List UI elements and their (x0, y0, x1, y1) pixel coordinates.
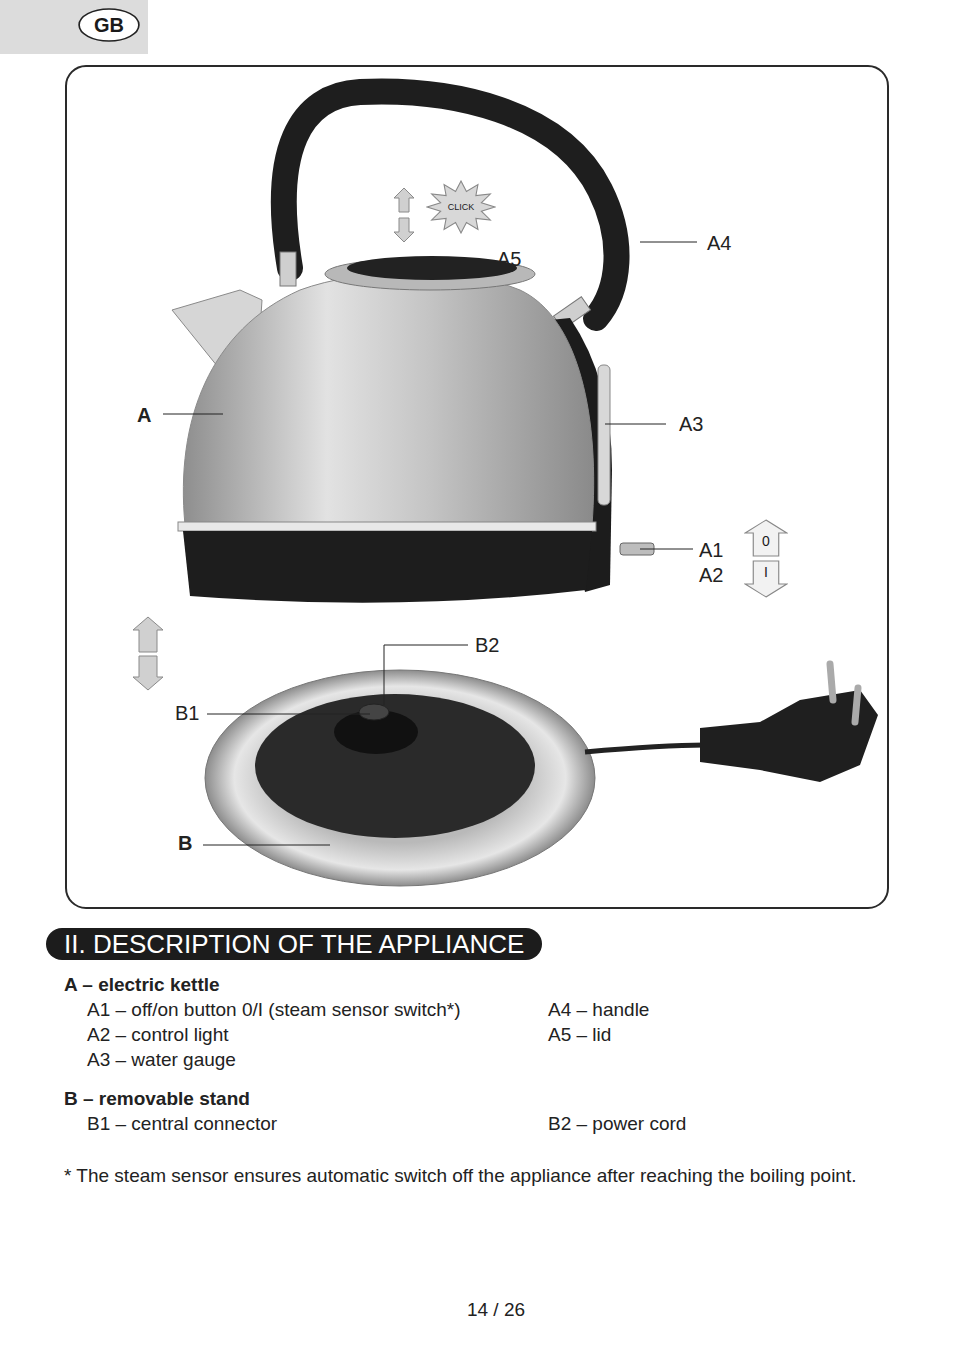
section-heading: II. DESCRIPTION OF THE APPLIANCE (46, 928, 542, 960)
callout-label: B1 (175, 702, 199, 724)
figure-frame (66, 66, 888, 908)
page-number: 14 / 26 (467, 1299, 525, 1321)
callout-label: A3 (679, 413, 703, 435)
kettle-body (183, 272, 593, 525)
chrome-ring (178, 522, 596, 531)
part-description: A4 – handle (548, 999, 649, 1021)
part-description: B2 – power cord (548, 1113, 686, 1135)
language-badge: GB (78, 8, 140, 42)
handle-joint (280, 252, 296, 286)
power-cord (585, 745, 705, 752)
callout-label: B2 (475, 634, 499, 656)
power-plug (700, 690, 878, 782)
part-heading: B – removable stand (64, 1088, 250, 1110)
connector-pin (359, 704, 389, 720)
callout-label: B (178, 832, 192, 854)
part-description: A2 – control light (87, 1024, 229, 1046)
on-arrow-text: I (744, 560, 788, 582)
callout-label: A2 (699, 564, 723, 586)
part-heading: A – electric kettle (64, 974, 220, 996)
kettle-base (183, 531, 592, 603)
callout-label: A (137, 404, 151, 426)
up-down-arrow (394, 188, 414, 242)
language-badge-text: GB (78, 8, 140, 42)
callout-label: A4 (707, 232, 731, 254)
plug-pin (830, 664, 833, 700)
part-description: B1 – central connector (87, 1113, 277, 1135)
header-tab (0, 0, 148, 54)
click-burst-text: CLICK (426, 180, 496, 234)
part-description: A1 – off/on button 0/I (steam sensor swi… (87, 999, 461, 1021)
part-description: A3 – water gauge (87, 1049, 236, 1071)
part-description: A5 – lid (548, 1024, 611, 1046)
footnote: * The steam sensor ensures automatic swi… (64, 1163, 890, 1188)
kettle-lid (347, 256, 517, 280)
plug-pin (855, 688, 858, 722)
callout-label: A1 (699, 539, 723, 561)
leader-line (163, 242, 697, 845)
off-arrow-text: 0 (744, 519, 788, 551)
water-gauge (598, 365, 610, 505)
on-arrow: I (744, 560, 788, 598)
stand-ring (205, 670, 595, 886)
click-burst: CLICK (426, 180, 496, 234)
up-down-arrow (133, 617, 163, 690)
stand-top (255, 694, 535, 838)
off-arrow: 0 (744, 519, 788, 557)
callout-label: A5 (497, 248, 521, 270)
